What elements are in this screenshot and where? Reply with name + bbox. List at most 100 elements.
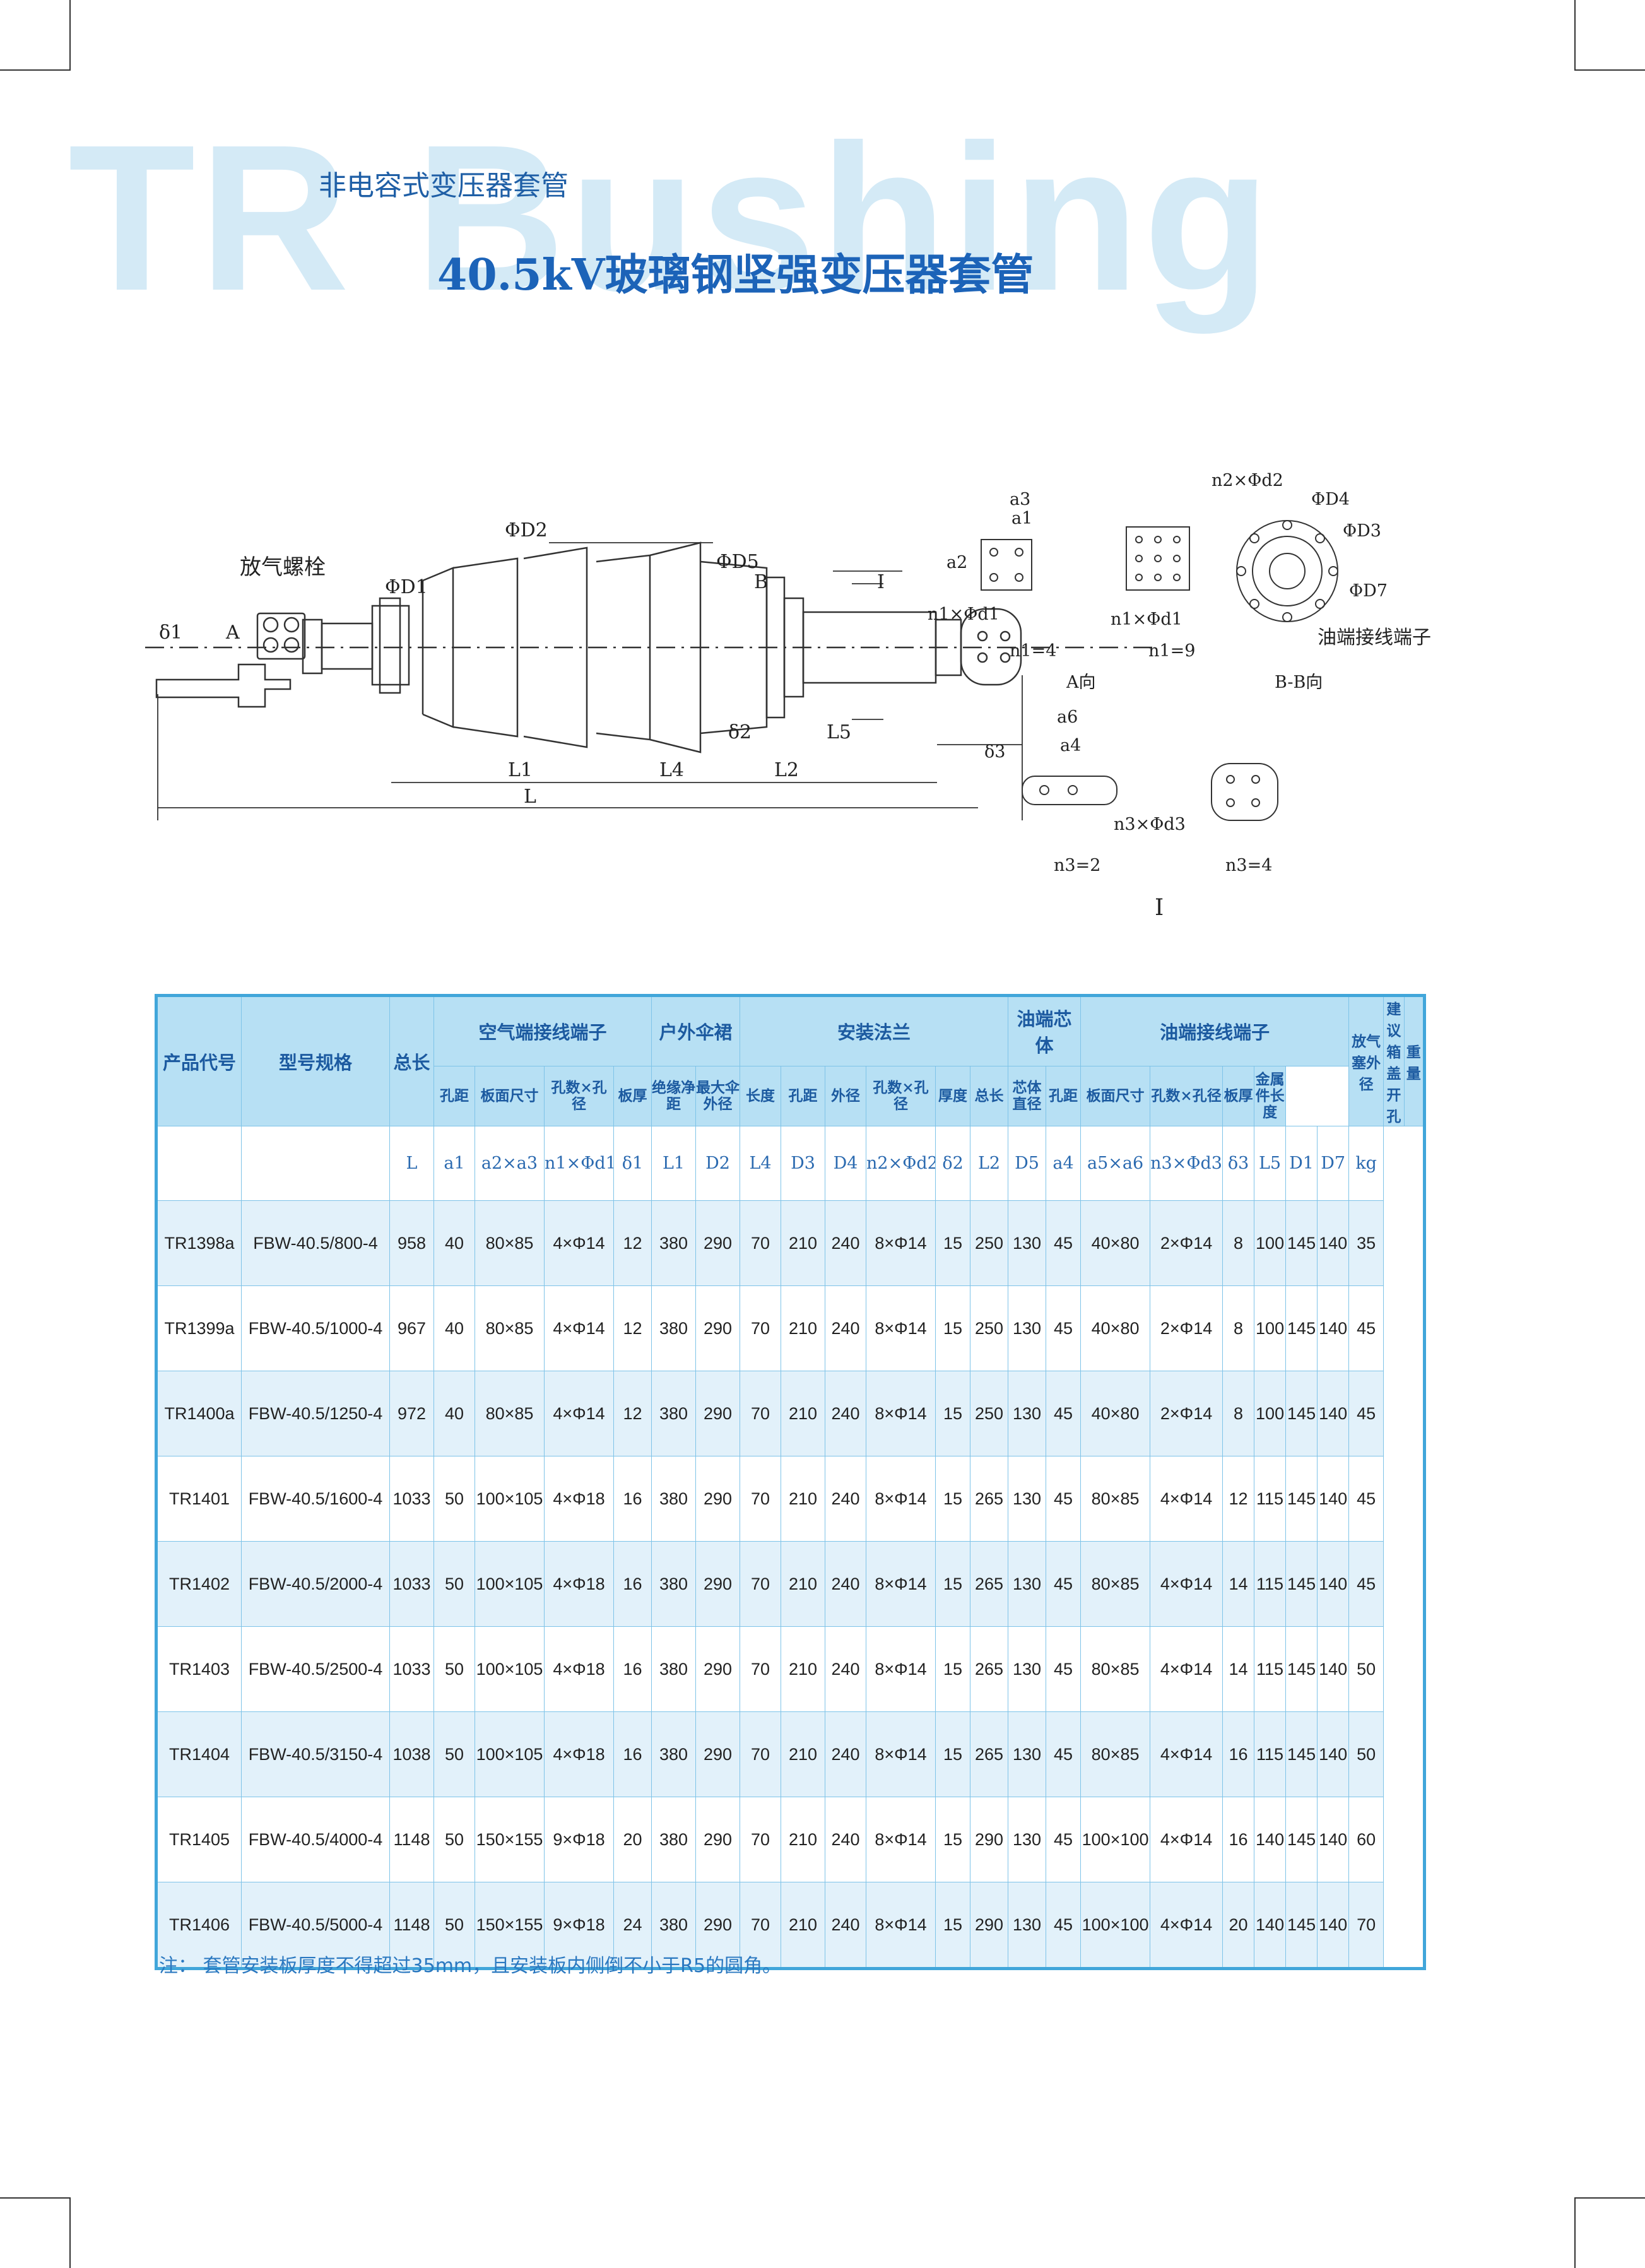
table-cell: 145 xyxy=(1285,1200,1318,1286)
cell-model: FBW-40.5/4000-4 xyxy=(241,1797,390,1882)
cell-model: FBW-40.5/2500-4 xyxy=(241,1626,390,1712)
table-cell: 15 xyxy=(935,1797,971,1882)
table-cell: 8×Φ14 xyxy=(866,1285,936,1371)
table-cell: 16 xyxy=(613,1541,652,1627)
table-cell: 240 xyxy=(825,1541,867,1627)
cell-product-code: TR1406 xyxy=(156,1882,242,1969)
table-cell: 45 xyxy=(1046,1371,1082,1456)
table-cell: 16 xyxy=(613,1711,652,1797)
table-cell: 380 xyxy=(651,1285,697,1371)
th-core-group: 油端芯体 xyxy=(1008,995,1082,1066)
cell-model: FBW-40.5/2000-4 xyxy=(241,1541,390,1627)
table-cell: 35 xyxy=(1348,1200,1384,1286)
th-symbol: kg xyxy=(1348,1126,1384,1201)
table-cell: 380 xyxy=(651,1456,697,1542)
table-cell: 380 xyxy=(651,1626,697,1712)
label-n1-9: n1=9 xyxy=(1148,641,1195,661)
table-cell: 70 xyxy=(740,1797,782,1882)
table-cell: 115 xyxy=(1254,1711,1287,1797)
table-cell: 145 xyxy=(1285,1797,1318,1882)
table-cell: 100 xyxy=(1254,1200,1287,1286)
table-cell: 12 xyxy=(613,1371,652,1456)
label-l: L xyxy=(524,786,536,808)
table-cell: 8×Φ14 xyxy=(866,1711,936,1797)
stud-section xyxy=(321,622,374,670)
table-cell: 2×Φ14 xyxy=(1150,1371,1223,1456)
drawing-labels: 放气螺栓 δ1 A ΦD1 ΦD2 ΦD5 B I L1 L4 L2 L5 δ2… xyxy=(159,519,885,808)
table-cell: 70 xyxy=(740,1626,782,1712)
table-cell: 210 xyxy=(781,1541,826,1627)
table-cell: 115 xyxy=(1254,1456,1287,1542)
table-cell: 380 xyxy=(651,1200,697,1286)
label-a-view: A向 xyxy=(1066,673,1096,692)
table-cell: 70 xyxy=(740,1711,782,1797)
th-symbol: L5 xyxy=(1254,1126,1287,1201)
th-symbol: n2×Φd2 xyxy=(866,1126,936,1201)
table-cell: 50 xyxy=(1348,1626,1384,1712)
table-cell: 250 xyxy=(970,1371,1009,1456)
table-cell: 967 xyxy=(389,1285,434,1371)
label-l5: L5 xyxy=(827,721,851,743)
table-cell: 100×105 xyxy=(475,1541,545,1627)
table-cell: 100×105 xyxy=(475,1456,545,1542)
table-cell: 80×85 xyxy=(475,1200,545,1286)
table-cell: 45 xyxy=(1348,1285,1384,1371)
cell-product-code: TR1405 xyxy=(156,1797,242,1882)
table-cell: 140 xyxy=(1317,1200,1350,1286)
table-cell: 150×155 xyxy=(475,1882,545,1969)
table-cell: 45 xyxy=(1046,1626,1082,1712)
table-cell: 130 xyxy=(1008,1541,1047,1627)
table-cell: 100×105 xyxy=(475,1626,545,1712)
table-cell: 4×Φ14 xyxy=(544,1200,614,1286)
table-cell: 12 xyxy=(1222,1456,1255,1542)
table-cell: 210 xyxy=(781,1456,826,1542)
table-cell: 4×Φ14 xyxy=(1150,1711,1223,1797)
table-cell: 100×100 xyxy=(1080,1882,1151,1969)
table-cell: 210 xyxy=(781,1626,826,1712)
table-cell: 290 xyxy=(970,1797,1009,1882)
table-cell: 8×Φ14 xyxy=(866,1882,936,1969)
cell-product-code: TR1404 xyxy=(156,1711,242,1797)
label-n1d1: n1×Φd1 xyxy=(928,605,999,624)
th-sub: 孔距 xyxy=(1046,1065,1082,1127)
crop-mark xyxy=(1574,0,1576,71)
table-cell: 1033 xyxy=(389,1541,434,1627)
table-cell: 9×Φ18 xyxy=(544,1882,614,1969)
th-symbol: a4 xyxy=(1046,1126,1082,1201)
table-cell: 100 xyxy=(1254,1285,1287,1371)
table-cell: 15 xyxy=(935,1541,971,1627)
th-sub: 板面尺寸 xyxy=(1080,1065,1151,1127)
spec-table: 产品代号 型号规格 总长 空气端接线端子 户外伞裙 安装法兰 油端芯体 油端接线… xyxy=(155,994,1426,1970)
table-cell: 80×85 xyxy=(475,1285,545,1371)
th-symbol: L xyxy=(389,1126,434,1201)
label-n3-2: n3=2 xyxy=(1054,856,1100,875)
table-cell: 12 xyxy=(613,1200,652,1286)
table-cell: 1033 xyxy=(389,1626,434,1712)
table-cell: 2×Φ14 xyxy=(1150,1200,1223,1286)
cell-product-code: TR1399a xyxy=(156,1285,242,1371)
th-blank xyxy=(156,1126,242,1201)
label-a4: a4 xyxy=(1060,736,1081,755)
label-l1: L1 xyxy=(508,759,533,781)
table-cell: 8 xyxy=(1222,1285,1255,1371)
table-cell: 4×Φ14 xyxy=(1150,1626,1223,1712)
table-cell: 240 xyxy=(825,1797,867,1882)
table-cell: 380 xyxy=(651,1371,697,1456)
table-cell: 290 xyxy=(695,1626,741,1712)
table-cell: 140 xyxy=(1317,1541,1350,1627)
table-cell: 15 xyxy=(935,1456,971,1542)
label-n3d3: n3×Φd3 xyxy=(1114,815,1186,834)
table-cell: 15 xyxy=(935,1882,971,1969)
table-cell: 380 xyxy=(651,1711,697,1797)
table-cell: 45 xyxy=(1348,1371,1384,1456)
table-cell: 4×Φ18 xyxy=(544,1711,614,1797)
crop-mark xyxy=(0,69,71,71)
table-cell: 380 xyxy=(651,1882,697,1969)
cell-product-code: TR1403 xyxy=(156,1626,242,1712)
table-cell: 80×85 xyxy=(1080,1541,1151,1627)
th-oil-group: 油端接线端子 xyxy=(1080,995,1350,1066)
th-air-group: 空气端接线端子 xyxy=(433,995,652,1066)
table-cell: 145 xyxy=(1285,1882,1318,1969)
